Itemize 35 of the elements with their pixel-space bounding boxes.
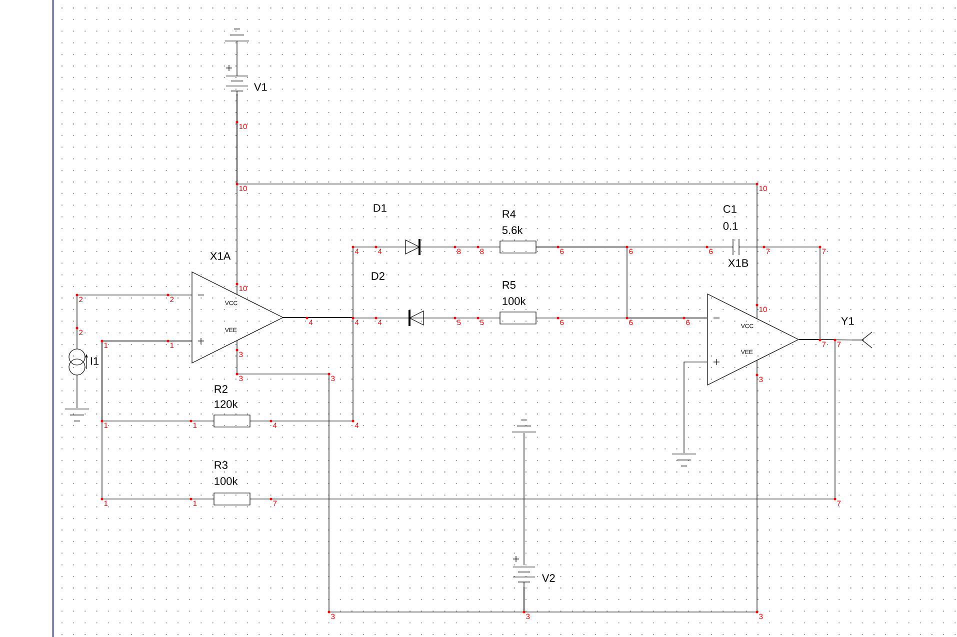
wire <box>76 294 192 350</box>
wire <box>428 246 500 248</box>
ground-symbol <box>672 454 696 466</box>
component-label: X1A <box>209 252 232 260</box>
component-label: R4 <box>501 210 517 218</box>
wire <box>536 246 708 318</box>
component-label: Y1 <box>840 316 855 326</box>
wire <box>524 360 758 612</box>
wire <box>250 339 836 500</box>
wire <box>102 340 214 500</box>
component-label: X1B <box>727 258 750 268</box>
component-value: 5.6k <box>501 225 524 235</box>
wire <box>76 374 78 408</box>
component-value: 100k <box>213 476 238 486</box>
wire <box>236 340 524 612</box>
component-label: R5 <box>501 280 517 290</box>
component-label: R2 <box>213 384 229 394</box>
component-label: C1 <box>722 204 738 214</box>
component-value: 0.1 <box>722 222 739 230</box>
component-value: 100k <box>501 296 526 306</box>
wire <box>236 94 758 319</box>
component-label: I1 <box>89 356 100 366</box>
wire <box>740 246 820 340</box>
ground-symbol <box>64 408 90 422</box>
wire <box>684 362 708 454</box>
component-value: 120k <box>213 399 238 409</box>
component-label: V1 <box>253 82 268 92</box>
wire <box>236 40 238 76</box>
component-label: D1 <box>372 204 388 212</box>
component-label: D2 <box>370 272 386 280</box>
component-label: V2 <box>541 574 556 582</box>
ground-symbol <box>512 420 536 432</box>
wire <box>250 317 354 422</box>
ground-symbol <box>224 28 250 42</box>
component-label: R3 <box>213 460 229 470</box>
